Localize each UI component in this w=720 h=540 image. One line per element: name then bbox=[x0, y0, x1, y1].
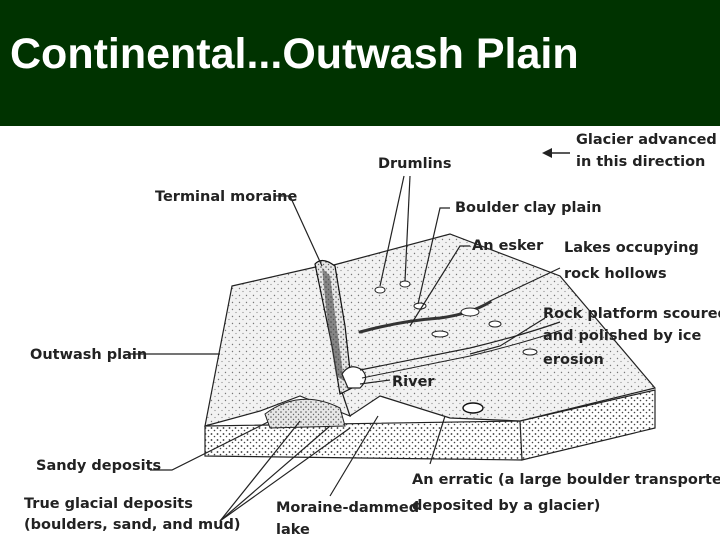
moraine-shading bbox=[322, 268, 344, 381]
label-true-glacial-line1: True glacial deposits bbox=[24, 496, 193, 512]
label-true-glacial-line2: (boulders, sand, and mud) bbox=[24, 517, 240, 533]
label-lakes-line1: Lakes occupying bbox=[564, 240, 699, 256]
glacier-direction-arrow bbox=[542, 148, 570, 158]
label-erratic-line2: deposited by a glacier) bbox=[412, 498, 600, 514]
label-lakes-line2: rock hollows bbox=[564, 266, 667, 282]
sandy-deposit-mound bbox=[264, 398, 346, 429]
label-moraine-lake-line1: Moraine-dammed bbox=[276, 500, 419, 516]
leader-lines bbox=[130, 175, 561, 522]
label-drumlins: Drumlins bbox=[378, 156, 452, 172]
label-glacier-direction-line2: in this direction bbox=[576, 154, 705, 170]
label-rock-platform-line2: and polished by ice bbox=[543, 328, 701, 344]
label-moraine-lake-line2: lake bbox=[276, 522, 310, 538]
outwash-plain-diagram: Glacier advanced in this direction Druml… bbox=[24, 132, 720, 538]
title-bar: Continental...Outwash Plain bbox=[0, 0, 720, 126]
label-esker: An esker bbox=[472, 238, 544, 254]
label-erratic-line1: An erratic (a large boulder transported … bbox=[412, 472, 720, 488]
drumlins bbox=[374, 280, 427, 310]
rock-hollow-lakes bbox=[431, 307, 538, 356]
label-glacier-direction-line1: Glacier advanced bbox=[576, 132, 717, 148]
label-outwash-plain: Outwash plain bbox=[30, 347, 147, 363]
label-river: River bbox=[392, 374, 435, 390]
label-rock-platform-line3: erosion bbox=[543, 352, 604, 368]
label-sandy-deposits: Sandy deposits bbox=[36, 458, 161, 474]
river-bank bbox=[361, 329, 563, 379]
label-rock-platform-line1: Rock platform scoured bbox=[543, 306, 720, 322]
slide-title: Continental...Outwash Plain bbox=[10, 30, 579, 78]
diagram-labels: Glacier advanced in this direction Druml… bbox=[24, 132, 720, 538]
label-terminal-moraine: Terminal moraine bbox=[155, 189, 297, 205]
right-side-face bbox=[519, 389, 656, 461]
label-boulder-clay-plain: Boulder clay plain bbox=[455, 200, 602, 216]
river bbox=[359, 321, 561, 371]
erratic-boulder bbox=[462, 402, 484, 414]
